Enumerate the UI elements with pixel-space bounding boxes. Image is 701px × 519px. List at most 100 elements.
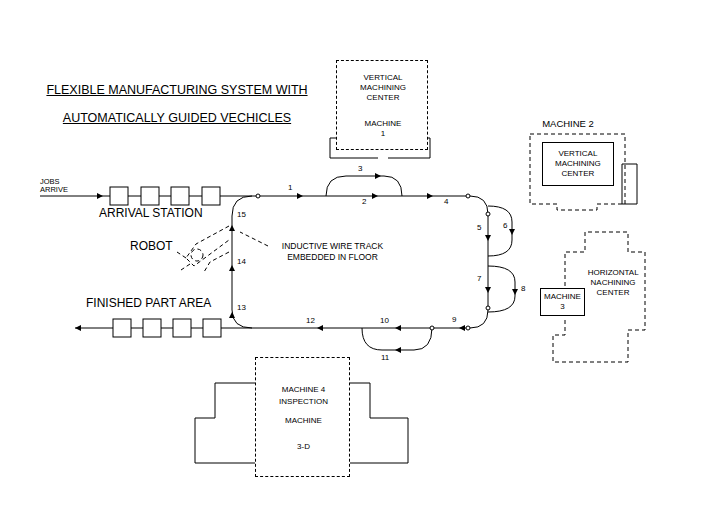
label-slot: 12 <box>306 317 315 325</box>
station-label: JOBS ARRIVE <box>40 178 68 194</box>
flow-arrow <box>229 312 235 318</box>
flow-arrow <box>395 347 401 353</box>
machine-heading: MACHINE 2 <box>527 118 609 129</box>
machine-heading: VERTICAL MACHINING CENTER <box>360 73 406 103</box>
callout-number: 8 <box>521 285 525 293</box>
robot-joint <box>191 249 203 261</box>
machine-1-base <box>330 138 430 158</box>
label-slot: INDUCTIVE WIRE TRACK EMBEDDED IN FLOOR <box>270 241 395 263</box>
text-slot: VERTICAL MACHINING CENTER <box>337 73 429 103</box>
robot-gripper <box>177 252 190 270</box>
callout-number: 14 <box>237 258 246 266</box>
label-slot: 2 <box>362 198 366 206</box>
flow-arrow <box>485 287 491 293</box>
label-slot: 14 <box>237 258 246 266</box>
callout-number: 12 <box>306 317 315 325</box>
label-slot: 5 <box>477 224 481 232</box>
label-slot: 11 <box>381 354 389 362</box>
callout-number: 1 <box>288 184 292 192</box>
machine-label: MACHINE 3 <box>540 288 585 316</box>
track-marker <box>466 194 470 198</box>
track-marker <box>430 326 434 330</box>
flow-arrow <box>509 229 515 235</box>
machine-label: MACHINE 3-D <box>285 408 322 460</box>
callout-number: 11 <box>381 354 389 362</box>
machine-4-base <box>195 383 408 463</box>
finished-box <box>203 319 221 337</box>
text-slot: MACHINE 3-D <box>256 408 351 460</box>
callout-number: 6 <box>503 222 507 230</box>
track-marker <box>256 194 260 198</box>
callout-number: 7 <box>477 275 481 283</box>
callout-number: 2 <box>362 198 366 206</box>
machine-part <box>622 164 637 204</box>
label-slot: 13 <box>237 304 246 312</box>
finished-box <box>113 319 131 337</box>
machine-frames <box>195 138 430 463</box>
leader-line <box>240 232 268 246</box>
machine-box: VERTICAL MACHINING CENTER MACHINE 1 <box>336 60 428 150</box>
flow-arrow <box>395 325 401 331</box>
text-slot: HORIZONTAL NACHINING CENTER <box>582 268 644 298</box>
flow-arrow <box>375 173 381 179</box>
flow-arrow <box>485 235 491 241</box>
flow-arrow <box>427 193 433 199</box>
label-slot: 7 <box>477 275 481 283</box>
track-loop <box>232 196 488 328</box>
label-slot: 10 <box>380 317 389 325</box>
label-slot: 4 <box>444 198 448 206</box>
label-slot: ROBOT <box>130 240 173 253</box>
callout-number: 10 <box>380 317 389 325</box>
arrival-line <box>40 196 470 197</box>
machine-label: VERTICAL MACHINING CENTER <box>542 142 614 186</box>
finished-line <box>75 328 252 329</box>
track-spur <box>488 206 512 256</box>
label-slot: 3 <box>358 165 362 173</box>
machine-box: HORIZONTAL NACHINING CENTERMACHINE 3 <box>538 230 648 364</box>
arrival-box <box>171 187 189 205</box>
machine-label: MACHINE 1 <box>365 119 402 139</box>
label-slot: 8 <box>521 285 525 293</box>
callout-number: 4 <box>444 198 448 206</box>
station-label: ARRIVAL STATION <box>99 207 203 220</box>
track-spur <box>488 266 515 312</box>
arrival-box <box>110 187 128 205</box>
flow-arrow <box>317 325 323 331</box>
label-slot: 6 <box>503 222 507 230</box>
machine-heading: HORIZONTAL NACHINING CENTER <box>588 268 639 298</box>
flow-arrows <box>75 173 518 353</box>
arrival-box <box>141 187 159 205</box>
flow-arrow <box>75 325 81 331</box>
text-slot: VERTICAL MACHINING CENTER <box>542 142 614 186</box>
flow-arrow <box>229 225 235 231</box>
label-slot: 9 <box>452 316 456 324</box>
arrival-box <box>202 187 220 205</box>
label-slot: JOBS ARRIVE <box>40 178 68 194</box>
callout-number: 9 <box>452 316 456 324</box>
track-marker <box>486 212 490 216</box>
track-markers <box>256 194 490 330</box>
flow-arrow <box>459 325 465 331</box>
callout-number: 5 <box>477 224 481 232</box>
flow-arrow <box>297 193 303 199</box>
diagram-title: FLEXIBLE MANUFACTURING SYSTEM WITH AUTOM… <box>32 76 322 132</box>
callout-number: 3 <box>358 165 362 173</box>
finished-box <box>173 319 191 337</box>
flow-arrow <box>229 265 235 271</box>
label-slot: FINISHED PART AREA <box>86 297 211 310</box>
robot-arm <box>186 226 229 266</box>
callout-number: 15 <box>237 211 246 219</box>
robot-label: ROBOT <box>130 240 173 253</box>
machine-box: MACHINE 2 VERTICAL MACHINING CENTER <box>527 118 639 212</box>
machine-heading: MACHINE 4 INSPECTION <box>268 384 340 408</box>
text-slot: MACHINE 1 <box>337 119 429 139</box>
callout-number: 13 <box>237 304 246 312</box>
label-slot: 15 <box>237 211 246 219</box>
flow-arrow <box>512 289 518 295</box>
station-label: FINISHED PART AREA <box>86 297 211 310</box>
track-marker <box>486 306 490 310</box>
finished-box <box>143 319 161 337</box>
flow-arrow <box>97 193 103 199</box>
text-slot: MACHINE 2 <box>527 118 609 129</box>
